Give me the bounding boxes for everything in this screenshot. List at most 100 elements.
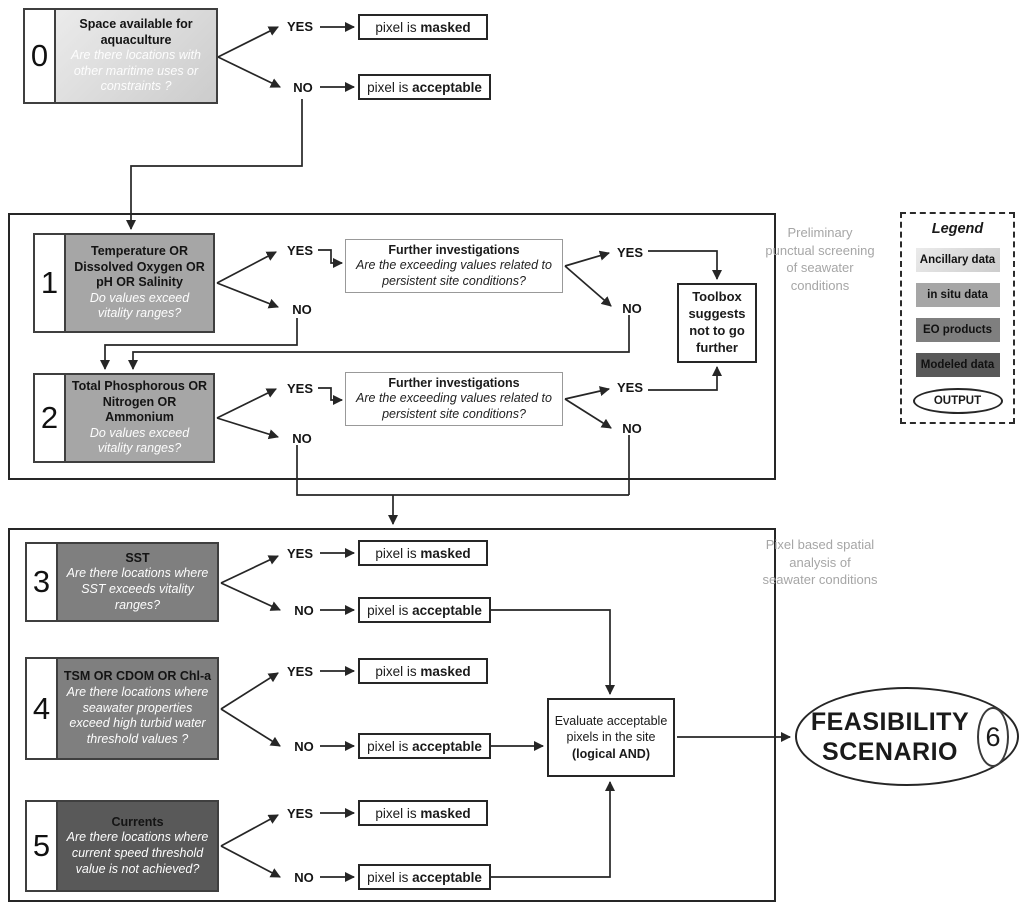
outcome-prefix: pixel is [375,805,421,821]
step-number: 2 [35,375,66,461]
outcome-prefix: pixel is [367,602,413,618]
outcome-prefix: pixel is [367,738,413,754]
legend-modeled-data: Modeled data [915,352,1000,377]
step-question: Are there locations where seawater prope… [66,685,209,746]
step-2-phosphorous-nitrogen-ammonium: 2 Total Phosphorous OR Nitrogen OR Ammon… [33,373,215,463]
note-preliminary-screening: Preliminary punctual screening of seawat… [765,225,875,293]
step3-masked-box: pixel is masked [358,540,488,566]
preliminary-screening-section [8,213,776,480]
step-title: Currents [111,814,164,829]
further-investigations-box-2: Further investigations Are the exceeding… [345,372,563,426]
step-0-space-available: 0 Space available for aquaculture Are th… [23,8,218,104]
step-1-temperature-oxygen-ph-salinity: 1 Temperature OR Dissolved Oxygen OR pH … [33,233,215,333]
outcome-masked: masked [420,663,471,679]
step5-no-label: NO [294,870,314,885]
outcome-acceptable: acceptable [412,79,482,95]
further-title: Further investigations [388,242,520,257]
step3-yes-label: YES [286,546,313,561]
step2-decision-arrows [216,387,629,496]
outcome-prefix: pixel is [375,19,421,35]
step-title: TSM OR CDOM OR Chl-a [63,669,212,684]
feasibility-step-number: 6 [977,707,1009,767]
further-title: Further investigations [388,375,520,390]
outcome-acceptable: acceptable [412,869,482,885]
step4-masked-box: pixel is masked [358,658,488,684]
step1-no-label: NO [292,302,312,317]
step-number: 0 [25,10,56,102]
step2-yes-label: YES [286,381,313,396]
further1-yes-label: YES [616,245,643,260]
step4-yes-label: YES [286,664,313,679]
legend-in-situ-data: in situ data [915,282,1000,307]
step-body: Total Phosphorous OR Nitrogen OR Ammoniu… [66,375,213,461]
step-number: 5 [27,802,58,890]
toolbox-suggests-box: Toolbox suggests not to go further [677,283,757,363]
outcome-prefix: pixel is [367,869,413,885]
step0-acceptable-box: pixel is acceptable [358,74,491,100]
step2-no-label: NO [292,431,312,446]
further-investigations-box-1: Further investigations Are the exceeding… [345,239,563,293]
step-body: Temperature OR Dissolved Oxygen OR pH OR… [66,235,213,331]
step4-acceptable-box: pixel is acceptable [358,733,491,759]
further2-decision-arrows [387,365,723,526]
legend-title: Legend [931,221,984,237]
outcome-masked: masked [420,19,471,35]
step0-masked-box: pixel is masked [358,14,488,40]
outcome-masked: masked [420,545,471,561]
further1-decision-arrows [127,250,723,371]
step-number: 3 [27,544,58,620]
step5-decision-arrows [220,780,616,883]
outcome-prefix: pixel is [375,545,421,561]
step5-yes-label: YES [286,806,313,821]
evaluate-logical-and: (logical AND) [571,746,650,761]
step-4-tsm-cdom-chla: 4 TSM OR CDOM OR Chl-a Are there locatio… [25,657,219,760]
step-body: TSM OR CDOM OR Chl-a Are there locations… [58,659,217,758]
further1-no-label: NO [622,301,642,316]
step-body: Space available for aquaculture Are ther… [56,10,216,102]
step-question: Are there locations where SST exceeds vi… [66,566,209,612]
step3-decision-arrows [220,547,616,696]
evaluate-line: Evaluate acceptable pixels in the site [554,714,668,745]
step3-acceptable-box: pixel is acceptable [358,597,491,623]
outcome-masked: masked [420,805,471,821]
outcome-acceptable: acceptable [412,602,482,618]
step5-acceptable-box: pixel is acceptable [358,864,491,890]
evaluate-pixels-box: Evaluate acceptable pixels in the site (… [547,698,675,777]
note-pixel-analysis: Pixel based spatial analysis of seawater… [762,537,878,588]
step0-no-label: NO [293,80,313,95]
step-number: 4 [27,659,58,758]
step-title: Space available for aquaculture [79,16,193,47]
pixel-analysis-section [8,528,776,902]
step-title: Temperature OR Dissolved Oxygen OR pH OR… [74,243,205,290]
legend-ancillary-data: Ancillary data [915,248,1000,272]
step-question: Are there locations where current speed … [66,830,209,876]
step0-yes-label: YES [286,19,313,34]
outcome-prefix: pixel is [375,663,421,679]
step4-decision-arrows [220,665,545,752]
legend-eo-products: EO products [915,317,1000,342]
legend-output-ellipse: OUTPUT [912,387,1003,414]
further-question: Are the exceeding values related to pers… [356,391,552,421]
step1-decision-arrows [99,249,344,371]
step-question: Are there locations with other maritime … [71,48,201,94]
legend: Legend Ancillary data in situ data EO pr… [900,212,1015,424]
outcome-prefix: pixel is [367,79,413,95]
step4-no-label: NO [294,739,314,754]
step-body: SST Are there locations where SST exceed… [58,544,217,620]
step-title: SST [125,550,150,565]
further2-no-label: NO [622,421,642,436]
step1-yes-label: YES [286,243,313,258]
step5-masked-box: pixel is masked [358,800,488,826]
outcome-acceptable: acceptable [412,738,482,754]
step3-no-label: NO [294,603,314,618]
step-question: Do values exceed vitality ranges? [89,290,190,321]
step-5-currents: 5 Currents Are there locations where cur… [25,800,219,892]
further2-yes-label: YES [616,380,643,395]
step-question: Do values exceed vitality ranges? [89,425,190,456]
step-number: 1 [35,235,66,331]
step-title: Total Phosphorous OR Nitrogen OR Ammoniu… [71,378,208,425]
step-body: Currents Are there locations where curre… [58,802,217,890]
further-question: Are the exceeding values related to pers… [356,258,552,288]
